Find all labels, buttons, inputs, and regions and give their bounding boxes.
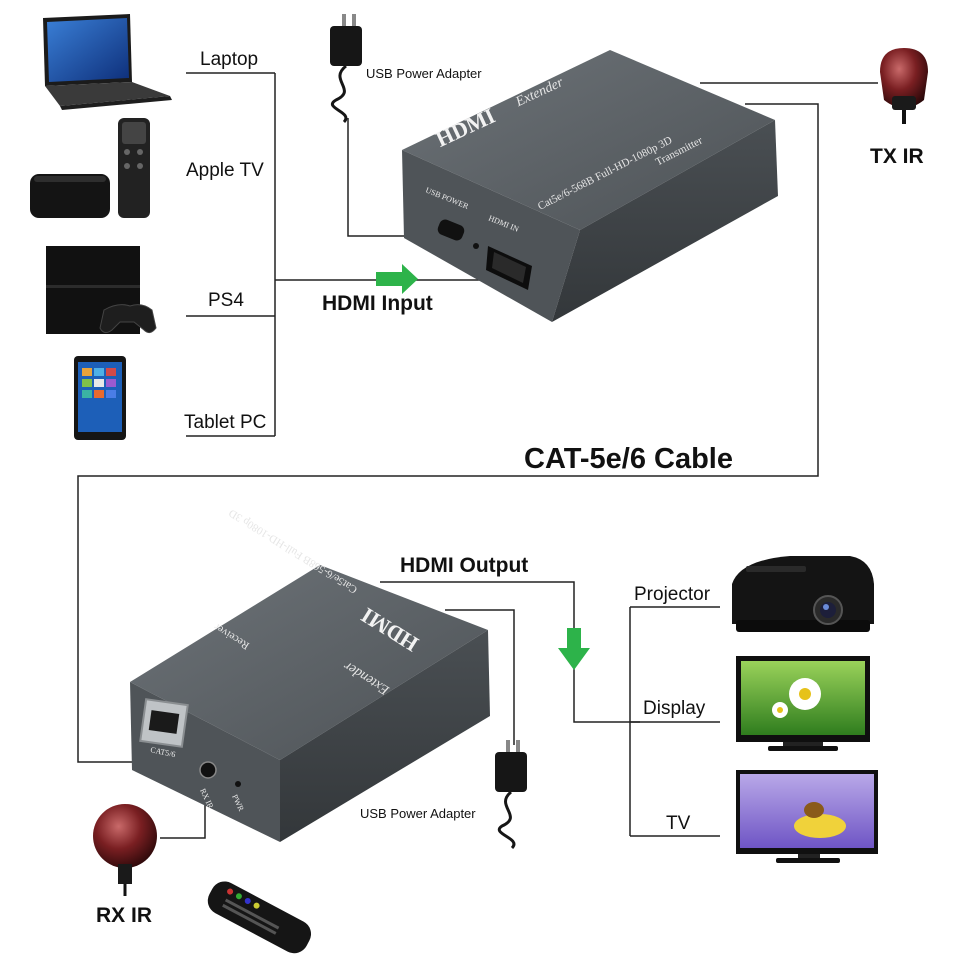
cable-label: CAT-5e/6 Cable <box>524 443 733 475</box>
apple-tv-image <box>30 118 150 218</box>
rx-ir-sensor-image <box>93 804 157 896</box>
display-label-display: Display <box>643 698 706 719</box>
projector-image <box>732 556 874 632</box>
source-label-laptop: Laptop <box>200 49 258 70</box>
tv-image <box>736 770 878 863</box>
transmitter-device: HDMI Extender Cat5e/6-568B Full-HD-1080p… <box>402 50 778 322</box>
display-label-projector: Projector <box>634 584 711 605</box>
source-label-apple-tv: Apple TV <box>186 160 264 181</box>
ps4-image <box>46 246 157 334</box>
power-adapter-top-image <box>330 14 362 124</box>
display-label-tv: TV <box>666 813 691 834</box>
rx-ir-label: RX IR <box>96 904 152 927</box>
source-label-ps4: PS4 <box>208 290 244 311</box>
hdmi-input-arrow-icon <box>376 264 418 294</box>
laptop-image <box>43 14 172 110</box>
source-label-tablet: Tablet PC <box>184 412 266 433</box>
remote-control-image <box>207 881 312 954</box>
tablet-image <box>74 356 126 440</box>
power-adapter-bottom-image <box>495 740 527 850</box>
hdmi-output-arrow-icon <box>558 628 590 670</box>
hdmi-output-label: HDMI Output <box>400 554 528 577</box>
power-adapter-top-label: USB Power Adapter <box>366 66 482 81</box>
tx-ir-label: TX IR <box>870 145 924 168</box>
power-adapter-bottom-label: USB Power Adapter <box>360 806 476 821</box>
display-monitor-image <box>736 656 870 751</box>
hdmi-input-label: HDMI Input <box>322 292 433 315</box>
tx-ir-sensor-image <box>880 48 928 124</box>
